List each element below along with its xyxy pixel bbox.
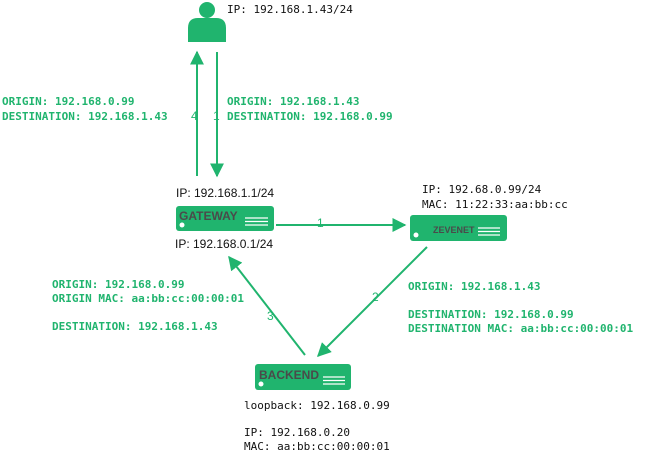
backend-mac: MAC: aa:bb:cc:00:00:01 (244, 440, 390, 453)
client-ip-label: IP: 192.168.1.43/24 (227, 3, 353, 16)
step-4-label: 4 (191, 109, 198, 123)
packet2-destination: DESTINATION: 192.168.0.99 (408, 308, 574, 321)
zevenet-vent-icon (478, 227, 500, 236)
zevenet-label: ZEVENET (433, 225, 475, 235)
gateway-ip-bottom: IP: 192.168.0.1/24 (175, 237, 273, 251)
user-icon (188, 2, 226, 42)
packet2-destination-mac: DESTINATION MAC: aa:bb:cc:00:00:01 (408, 322, 634, 335)
backend-vent-icon (323, 376, 345, 385)
packet4-origin: ORIGIN: 192.168.0.99 (2, 95, 134, 108)
gateway-server: GATEWAY (176, 206, 274, 231)
step-1-label-client: 1 (213, 109, 220, 123)
zevenet-server: ZEVENET (410, 215, 507, 241)
backend-loopback: loopback: 192.168.0.99 (244, 399, 390, 412)
step-2-label: 2 (372, 290, 379, 304)
backend-label: BACKEND (259, 368, 319, 382)
gateway-ip-top: IP: 192.168.1.1/24 (176, 186, 274, 200)
packet1-destination: DESTINATION: 192.168.0.99 (227, 110, 393, 123)
packet3-origin: ORIGIN: 192.168.0.99 (52, 278, 184, 291)
step-3-label: 3 (267, 309, 274, 323)
packet3-destination: DESTINATION: 192.168.1.43 (52, 320, 218, 333)
packet3-origin-mac: ORIGIN MAC: aa:bb:cc:00:00:01 (52, 292, 244, 305)
zevenet-mac: MAC: 11:22:33:aa:bb:cc (422, 198, 568, 211)
backend-led-icon (258, 381, 264, 387)
backend-server: BACKEND (255, 364, 351, 390)
step-1-label: 1 (317, 216, 324, 230)
packet2-origin: ORIGIN: 192.168.1.43 (408, 280, 540, 293)
zevenet-led-icon (413, 232, 419, 238)
gateway-led-icon (179, 222, 185, 228)
arrow-zevenet-to-backend (317, 246, 428, 357)
zevenet-ip: IP: 192.68.0.99/24 (422, 183, 542, 196)
arrow-backend-to-gateway (228, 255, 306, 356)
packet1-origin: ORIGIN: 192.168.1.43 (227, 95, 359, 108)
gateway-vent-icon (245, 217, 268, 226)
backend-ip: IP: 192.168.0.20 (244, 426, 350, 439)
packet4-destination: DESTINATION: 192.168.1.43 (2, 110, 168, 123)
gateway-label: GATEWAY (179, 209, 238, 223)
